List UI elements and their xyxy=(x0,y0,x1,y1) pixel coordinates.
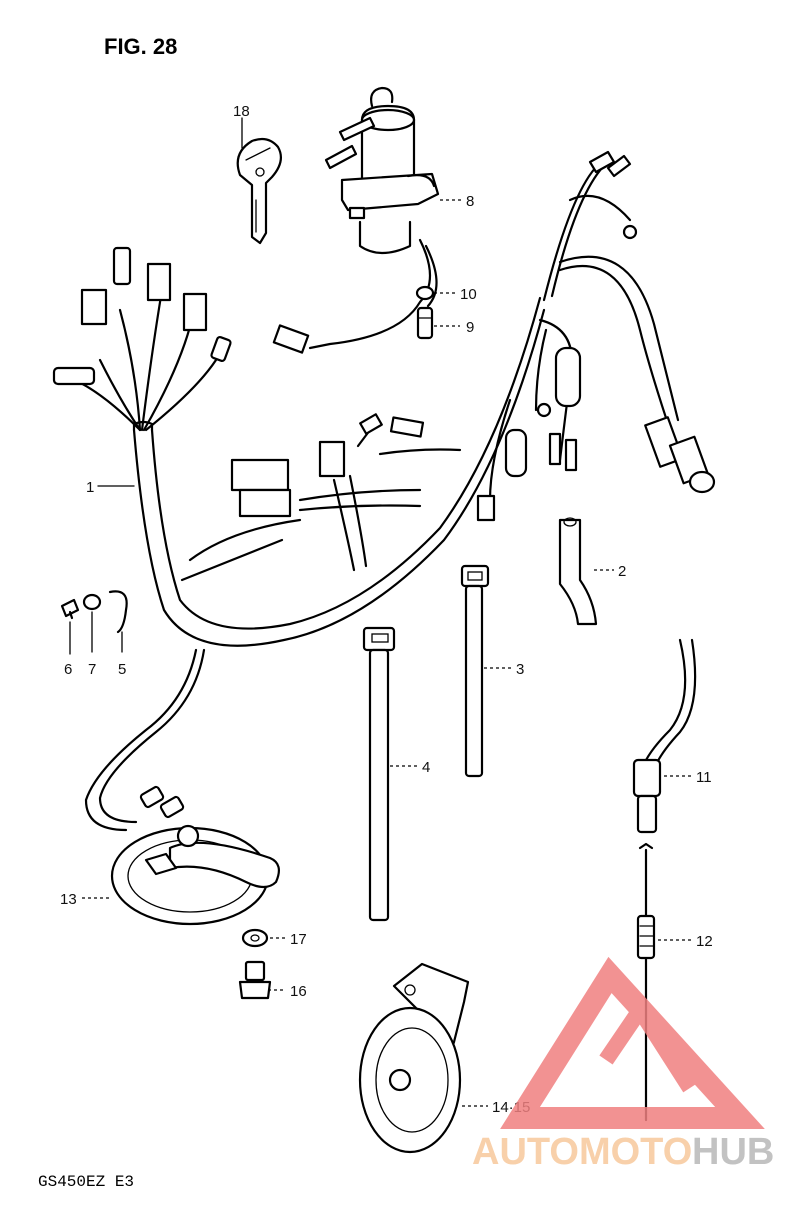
svg-text:7: 7 xyxy=(88,661,96,678)
ignition-switch-part-8 xyxy=(324,86,440,255)
svg-text:10: 10 xyxy=(460,286,477,303)
bolt-part-16 xyxy=(238,960,272,1000)
label-4: 4 xyxy=(390,759,430,776)
svg-text:18: 18 xyxy=(233,103,250,120)
svg-text:1: 1 xyxy=(86,479,94,496)
label-2: 2 xyxy=(594,563,626,580)
clamp-part-2 xyxy=(558,517,598,626)
band-part-3 xyxy=(460,564,490,778)
svg-text:4: 4 xyxy=(422,759,430,776)
wiring-harness-part-1 xyxy=(52,150,716,832)
label-12: 12 xyxy=(658,933,713,950)
svg-text:8: 8 xyxy=(466,193,474,210)
bolt-part-6 xyxy=(60,598,80,620)
label-8: 8 xyxy=(440,193,474,210)
watermark-text-1: AUTOMOTO xyxy=(472,1131,692,1173)
figure-title: FIG. 28 xyxy=(104,34,177,59)
label-1: 1 xyxy=(86,479,135,496)
label-17: 17 xyxy=(270,931,307,948)
label-3: 3 xyxy=(484,661,524,678)
watermark-text-2: HUB xyxy=(692,1131,774,1173)
label-16: 16 xyxy=(268,983,307,1000)
nut-part-10 xyxy=(415,285,435,301)
svg-text:12: 12 xyxy=(696,933,713,950)
watermark-logo: AUTOMOTO HUB xyxy=(472,956,774,1173)
label-5: 5 xyxy=(118,631,126,678)
svg-text:5: 5 xyxy=(118,661,126,678)
svg-text:16: 16 xyxy=(290,983,307,1000)
screw-part-9 xyxy=(416,306,434,340)
label-18: 18 xyxy=(233,103,250,149)
svg-text:3: 3 xyxy=(516,661,524,678)
label-9: 9 xyxy=(434,319,474,336)
svg-text:2: 2 xyxy=(618,563,626,580)
washer-part-17 xyxy=(241,928,269,948)
label-11: 11 xyxy=(664,769,712,786)
svg-text:6: 6 xyxy=(64,661,72,678)
washer-part-7 xyxy=(82,593,102,611)
clamp-part-5 xyxy=(108,590,128,634)
label-10: 10 xyxy=(434,286,477,303)
switch-part-11 xyxy=(632,638,697,834)
spring-part-12 xyxy=(636,842,656,1122)
band-part-4 xyxy=(362,626,396,922)
svg-text:17: 17 xyxy=(290,931,307,948)
svg-text:13: 13 xyxy=(60,891,77,908)
key-part-18 xyxy=(236,137,283,245)
horn-part-13 xyxy=(110,824,281,926)
label-6: 6 xyxy=(64,621,72,678)
svg-text:9: 9 xyxy=(466,319,474,336)
horn-part-14-15 xyxy=(358,962,470,1154)
model-code: GS450EZ E3 xyxy=(38,1173,134,1191)
label-7: 7 xyxy=(88,611,96,678)
svg-text:11: 11 xyxy=(696,769,712,786)
label-13: 13 xyxy=(60,891,112,908)
